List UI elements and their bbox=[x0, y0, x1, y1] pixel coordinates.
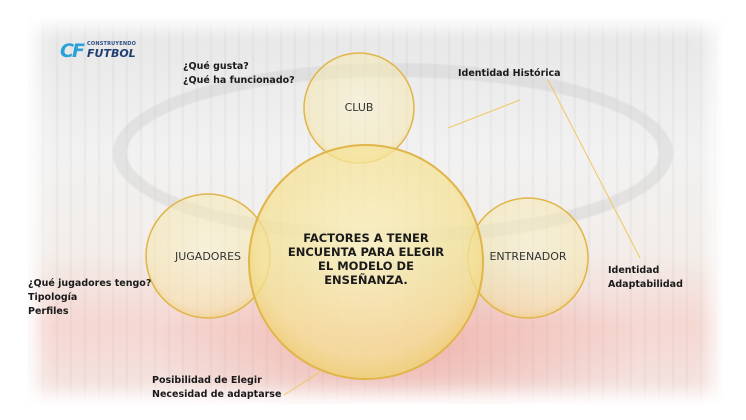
center-text-line: ENCUENTA PARA ELEGIR bbox=[287, 245, 445, 259]
center-text-line: EL MODELO DE bbox=[318, 259, 414, 273]
connector-line-identity bbox=[547, 79, 641, 259]
note-line: ¿Qué jugadores tengo? bbox=[28, 278, 152, 289]
logo-big-text: FUTBOL bbox=[87, 47, 136, 60]
club-identity-note: Identidad Histórica bbox=[458, 67, 561, 81]
players-note: ¿Qué jugadores tengo? Tipología Perfiles bbox=[28, 277, 151, 319]
club-label: CLUB bbox=[344, 101, 374, 114]
center-text-line: ENSEÑANZA. bbox=[324, 273, 408, 287]
entrenador-label: ENTRENADOR bbox=[489, 250, 567, 263]
note-line: Perfiles bbox=[28, 306, 69, 317]
center-text: FACTORES A TENER ENCUENTA PARA ELEGIR EL… bbox=[276, 231, 456, 287]
logo-small-text: CONSTRUYENDO bbox=[87, 41, 137, 47]
note-line: Necesidad de adaptarse bbox=[152, 389, 282, 400]
note-line: Identidad Histórica bbox=[458, 68, 561, 79]
center-text-line: FACTORES A TENER bbox=[303, 231, 429, 245]
center-circle bbox=[248, 144, 484, 380]
coach-note: Identidad Adaptabilidad bbox=[608, 264, 683, 292]
note-line: Identidad bbox=[608, 265, 660, 276]
construyendo-futbol-logo: CF CONSTRUYENDO FUTBOL bbox=[60, 36, 136, 70]
note-line: Tipología bbox=[28, 292, 78, 303]
note-line: ¿Qué ha funcionado? bbox=[183, 75, 295, 86]
connector-line-club bbox=[447, 99, 521, 129]
logo-mark: CF bbox=[60, 40, 85, 62]
club-questions-note: ¿Qué gusta? ¿Qué ha funcionado? bbox=[183, 60, 295, 88]
bottom-note: Posibilidad de Elegir Necesidad de adapt… bbox=[152, 374, 281, 402]
connector-line-bottom bbox=[283, 371, 321, 396]
note-line: Adaptabilidad bbox=[608, 279, 683, 290]
jugadores-label: JUGADORES bbox=[174, 250, 242, 263]
note-line: Posibilidad de Elegir bbox=[152, 375, 262, 386]
note-line: ¿Qué gusta? bbox=[183, 61, 249, 72]
